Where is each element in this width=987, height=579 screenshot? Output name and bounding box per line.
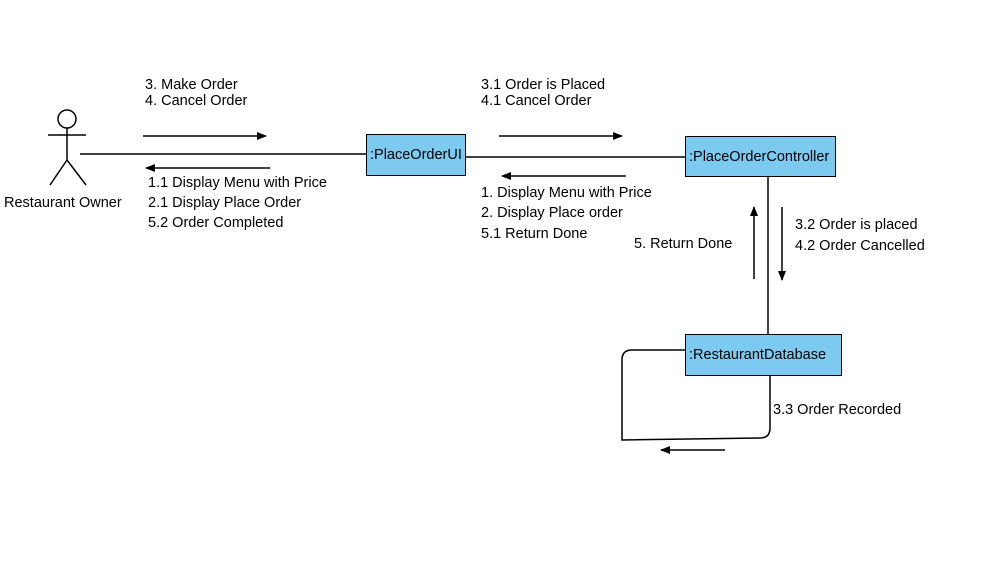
- msg-display-place-order: 2.1 Display Place Order: [148, 195, 302, 211]
- msg-order-recorded: 3.3 Order Recorded: [773, 402, 902, 418]
- msg-order-cancelled: 4.2 Order Cancelled: [795, 238, 925, 254]
- msg-controller-display-place-order: 2. Display Place order: [481, 205, 623, 221]
- actor-name: Restaurant Owner: [4, 195, 122, 211]
- actor-figure: [48, 109, 87, 186]
- object-place-order-ui[interactable]: :PlaceOrderUI: [366, 134, 466, 176]
- msg-order-is-placed: 3.1 Order is Placed: [481, 77, 606, 93]
- msg-display-menu-with-price: 1.1 Display Menu with Price: [148, 175, 327, 191]
- msg-return-done: 5. Return Done: [634, 236, 733, 252]
- msg-cancel-order: 4. Cancel Order: [145, 93, 248, 109]
- object-restaurant-database[interactable]: :RestaurantDatabase: [685, 334, 842, 376]
- msg-return-done-ui: 5.1 Return Done: [481, 226, 588, 242]
- msg-order-is-placed-db: 3.2 Order is placed: [795, 217, 918, 233]
- msg-order-completed: 5.2 Order Completed: [148, 215, 284, 231]
- msg-make-order: 3. Make Order: [145, 77, 238, 93]
- object-place-order-controller[interactable]: :PlaceOrderController: [685, 136, 836, 177]
- msg-controller-display-menu: 1. Display Menu with Price: [481, 185, 652, 201]
- link-database-self: [621, 349, 771, 441]
- msg-cancel-order-ui: 4.1 Cancel Order: [481, 93, 592, 109]
